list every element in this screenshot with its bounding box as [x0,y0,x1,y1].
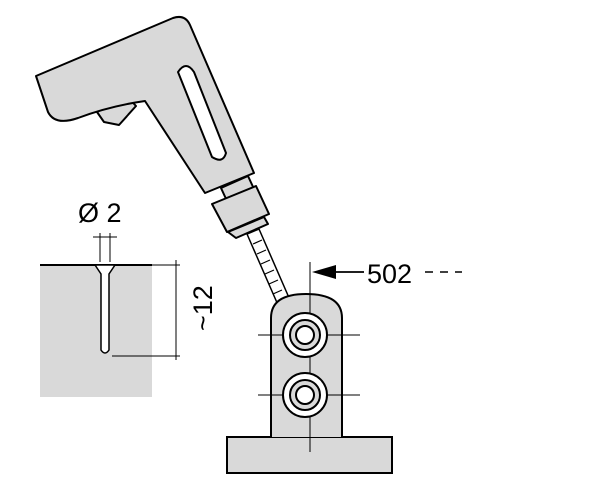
diameter-label: Ø 2 [78,198,122,228]
diameter-dimension: Ø 2 [78,198,122,262]
depth-dimension: ~12 [112,260,218,360]
part-reference: 502 [312,259,462,289]
drill-bit-icon [246,228,291,313]
part-number-label: 502 [367,259,412,289]
depth-label: ~12 [188,285,218,331]
drill-icon [35,15,270,239]
hole-section-icon [40,264,152,397]
bracket-icon [226,262,393,474]
arrow-icon [312,265,336,279]
